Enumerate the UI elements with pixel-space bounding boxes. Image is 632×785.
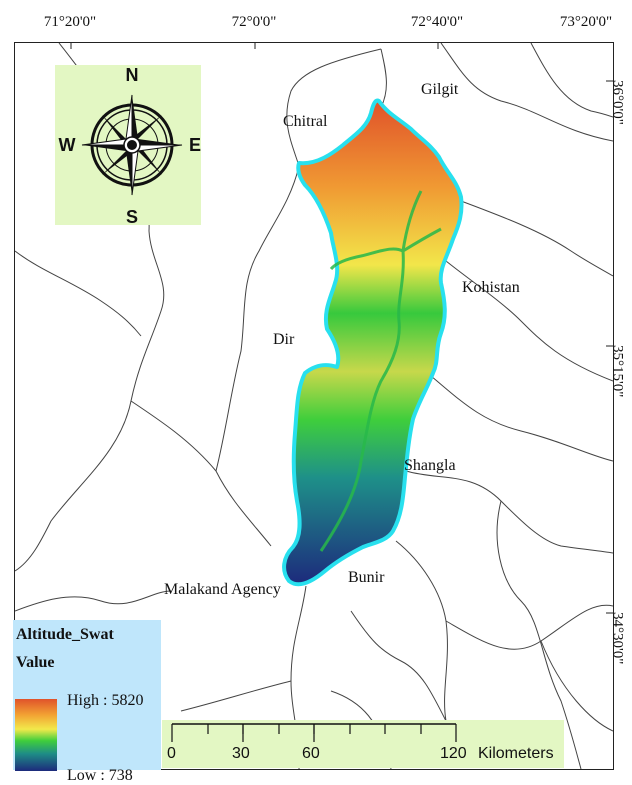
longitude-label-4: 73°20'0" [559,14,613,30]
legend-subtitle: Value [16,654,55,671]
scale-tick-0: 0 [167,745,176,762]
label-dir: Dir [273,331,295,348]
compass-north: N [126,65,139,85]
latitude-label-2: 35°15'0" [609,345,626,398]
compass-south: S [126,207,138,225]
compass-graphic: N S E W [59,65,202,227]
label-chitral: Chitral [283,113,328,130]
label-bunir: Bunir [348,569,385,586]
graticule-ticks [70,43,613,614]
latitude-label-3: 34°30'0" [609,612,626,665]
map-canvas [15,43,613,769]
label-malakand-agency: Malakand Agency [164,581,281,598]
legend-color-ramp [15,699,57,771]
river-channels [319,190,442,552]
legend-high-label: High : 5820 [67,692,144,709]
scale-bar-graphic [171,723,457,742]
longitude-label-1: 71°20'0" [43,14,97,30]
scale-unit: Kilometers [478,745,554,762]
compass-rose: N S E W [55,65,202,227]
district-boundaries [15,43,613,769]
swat-district-elevation [282,98,464,587]
latitude-label-1: 36°0'0" [609,80,626,125]
legend: Altitude_Swat Value High : 5820 Low : 73… [13,620,161,784]
label-shangla: Shangla [404,457,456,474]
compass-east: E [189,135,201,155]
legend-low-label: Low : 738 [67,767,133,784]
legend-body: Value High : 5820 Low : 738 [13,654,161,784]
scale-tick-120: 120 [440,745,467,762]
longitude-label-3: 72°40'0" [410,14,464,30]
scale-tick-60: 60 [302,745,320,762]
legend-title: Altitude_Swat [16,626,114,643]
compass-west: W [59,135,76,155]
label-kohistan: Kohistan [462,279,520,296]
longitude-label-2: 72°0'0" [231,14,277,30]
scale-bar: 0 30 60 120 Kilometers [162,720,564,768]
label-gilgit: Gilgit [421,81,459,98]
scale-tick-30: 30 [232,745,250,762]
